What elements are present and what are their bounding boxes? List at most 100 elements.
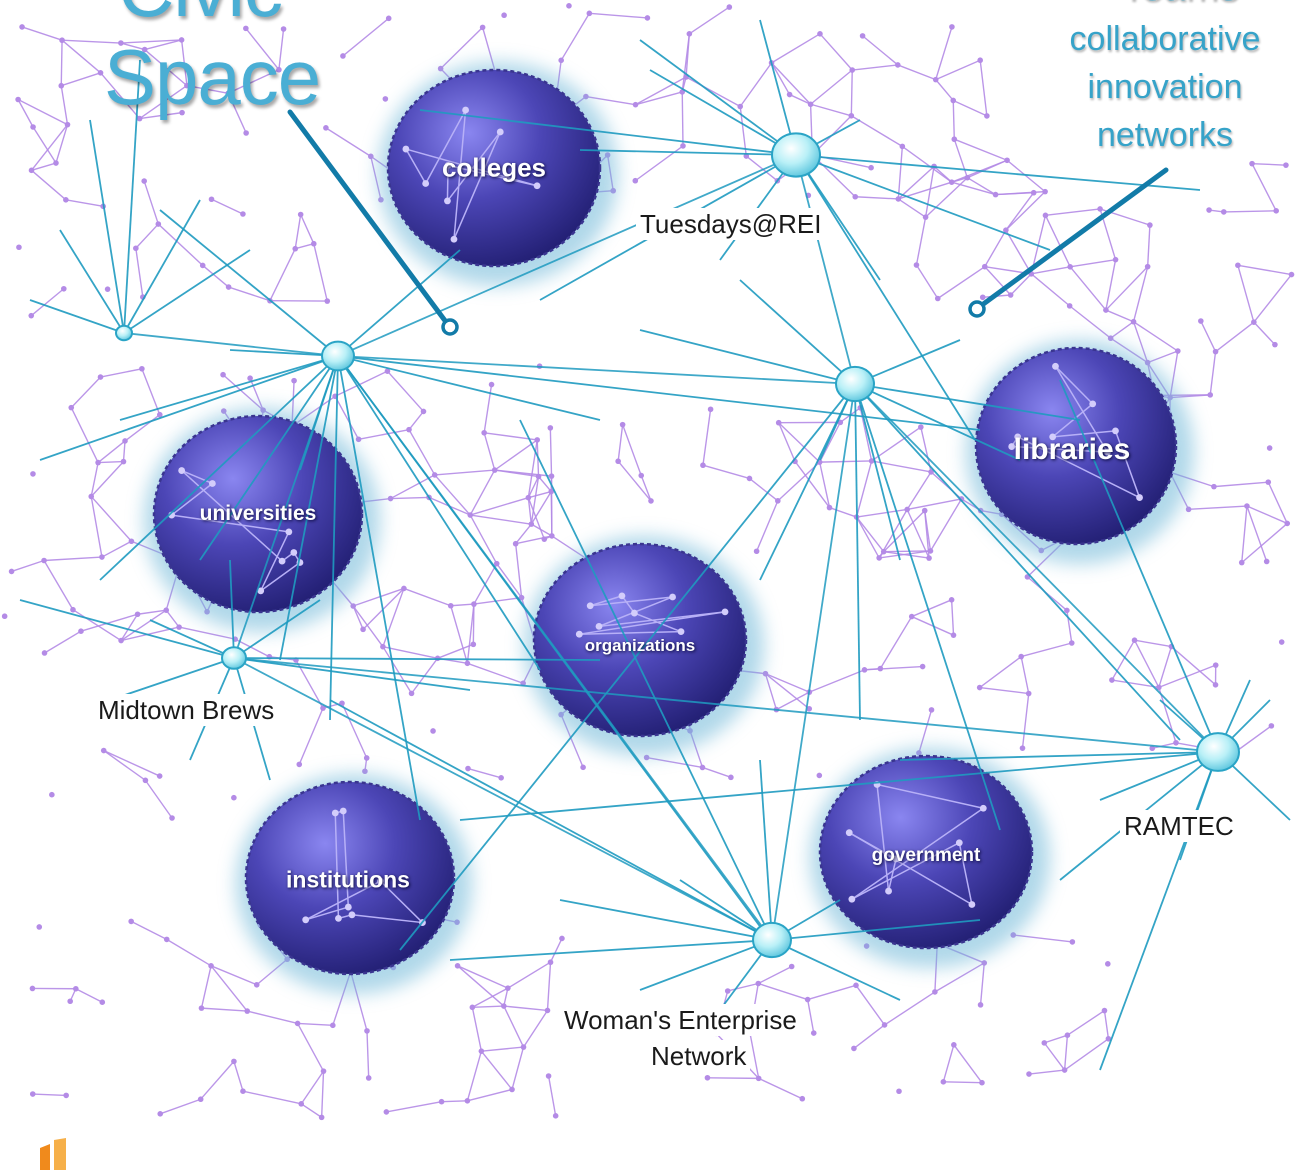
mesh-node — [932, 989, 938, 995]
mesh-link — [681, 91, 684, 146]
mesh-link — [749, 477, 779, 502]
mesh-node — [895, 62, 901, 68]
mesh-node — [467, 512, 474, 518]
mesh-link — [685, 76, 741, 108]
sphere-inner-node — [885, 887, 892, 895]
mesh-node — [231, 1058, 237, 1065]
mesh-link — [101, 540, 132, 558]
mesh-link — [1105, 309, 1134, 323]
mesh-link — [528, 490, 552, 499]
mesh-node — [948, 597, 955, 603]
connection-line-midtown — [19, 599, 235, 659]
mesh-node — [534, 437, 541, 443]
mesh-link — [1147, 350, 1179, 364]
mesh-link — [144, 779, 173, 819]
sphere-inner-link — [579, 630, 682, 635]
mesh-node — [786, 91, 793, 98]
connection-line-wen — [519, 419, 773, 941]
mesh-link — [211, 198, 244, 215]
mesh-node — [928, 469, 934, 475]
mesh-link — [929, 498, 963, 552]
sphere-institutions — [244, 780, 456, 976]
mesh-link — [707, 1077, 759, 1080]
mesh-link — [222, 374, 264, 411]
mesh-link — [403, 587, 452, 607]
mesh-link — [242, 1090, 302, 1105]
mesh-node — [297, 211, 304, 218]
mesh-node — [704, 1074, 711, 1081]
sphere-inner-node — [848, 895, 856, 903]
mesh-node — [243, 25, 249, 32]
mesh-node — [1220, 209, 1227, 215]
mesh-node — [918, 424, 924, 430]
sphere-inner-node — [290, 549, 298, 556]
mesh-link — [467, 662, 524, 684]
mesh-node — [799, 1095, 806, 1102]
mesh-link — [819, 33, 853, 71]
connection-line-tuesdays — [649, 69, 797, 156]
mesh-link — [1252, 162, 1286, 166]
mesh-link — [855, 984, 886, 1026]
mesh-link — [855, 516, 880, 559]
mesh-node — [788, 963, 795, 970]
connection-lines — [19, 19, 1291, 1071]
mesh-node — [1238, 559, 1245, 566]
mesh-link — [62, 39, 121, 44]
hub-node-icon — [1196, 732, 1240, 772]
hub-nodes — [115, 132, 1240, 959]
sphere-inner-node — [595, 622, 603, 630]
mesh-node — [868, 164, 874, 171]
mesh-link — [906, 471, 932, 510]
mesh-link — [278, 28, 285, 70]
mesh-node — [1064, 607, 1070, 614]
connection-line-midtown — [233, 657, 471, 691]
mesh-node — [926, 555, 932, 561]
mesh-node — [1030, 189, 1037, 196]
sphere-inner-link — [379, 880, 424, 924]
mesh-node — [199, 262, 206, 269]
connection-line-civic2 — [399, 383, 856, 951]
mesh-node — [638, 472, 645, 479]
sphere-inner-link — [848, 832, 897, 860]
mesh-node — [320, 1068, 327, 1074]
connection-line-tuesdays — [759, 19, 797, 156]
mesh-node — [552, 1113, 559, 1119]
mesh-link — [807, 984, 857, 1001]
mesh-link — [907, 498, 962, 511]
hub-node-icon — [321, 340, 355, 372]
mesh-link — [75, 988, 103, 1003]
mesh-node — [919, 663, 926, 670]
connection-line-wen — [771, 919, 981, 941]
mesh-link — [897, 165, 935, 200]
sphere-inner-node — [1112, 427, 1119, 435]
mesh-link — [144, 39, 182, 51]
sphere-inner-node — [348, 911, 356, 919]
mesh-node — [1004, 157, 1010, 164]
mesh-node — [1198, 318, 1204, 324]
mesh-node — [16, 244, 22, 251]
connection-line-topleft — [123, 249, 251, 334]
mesh-node — [648, 498, 654, 504]
mesh-link — [1133, 639, 1160, 688]
callout-pointer-end — [441, 318, 459, 336]
connection-line-civic1 — [337, 355, 541, 671]
mesh-link — [935, 79, 954, 101]
mesh-link — [1063, 1035, 1069, 1071]
mesh-link — [794, 460, 831, 509]
sphere-network-government — [845, 781, 987, 908]
mesh-node — [877, 665, 884, 672]
mesh-node — [979, 1079, 985, 1086]
mesh-node — [1018, 653, 1024, 660]
mesh-node — [922, 214, 929, 220]
mesh-node — [940, 1079, 947, 1085]
sphere-inner-link — [171, 482, 213, 516]
title-space: Space — [104, 33, 321, 121]
mesh-node — [198, 1005, 205, 1011]
mesh-link — [103, 749, 160, 777]
mesh-node — [951, 1042, 957, 1048]
mesh-link — [855, 460, 873, 518]
hub-connection — [233, 355, 339, 659]
mesh-link — [549, 938, 563, 963]
mesh-node — [350, 603, 357, 609]
